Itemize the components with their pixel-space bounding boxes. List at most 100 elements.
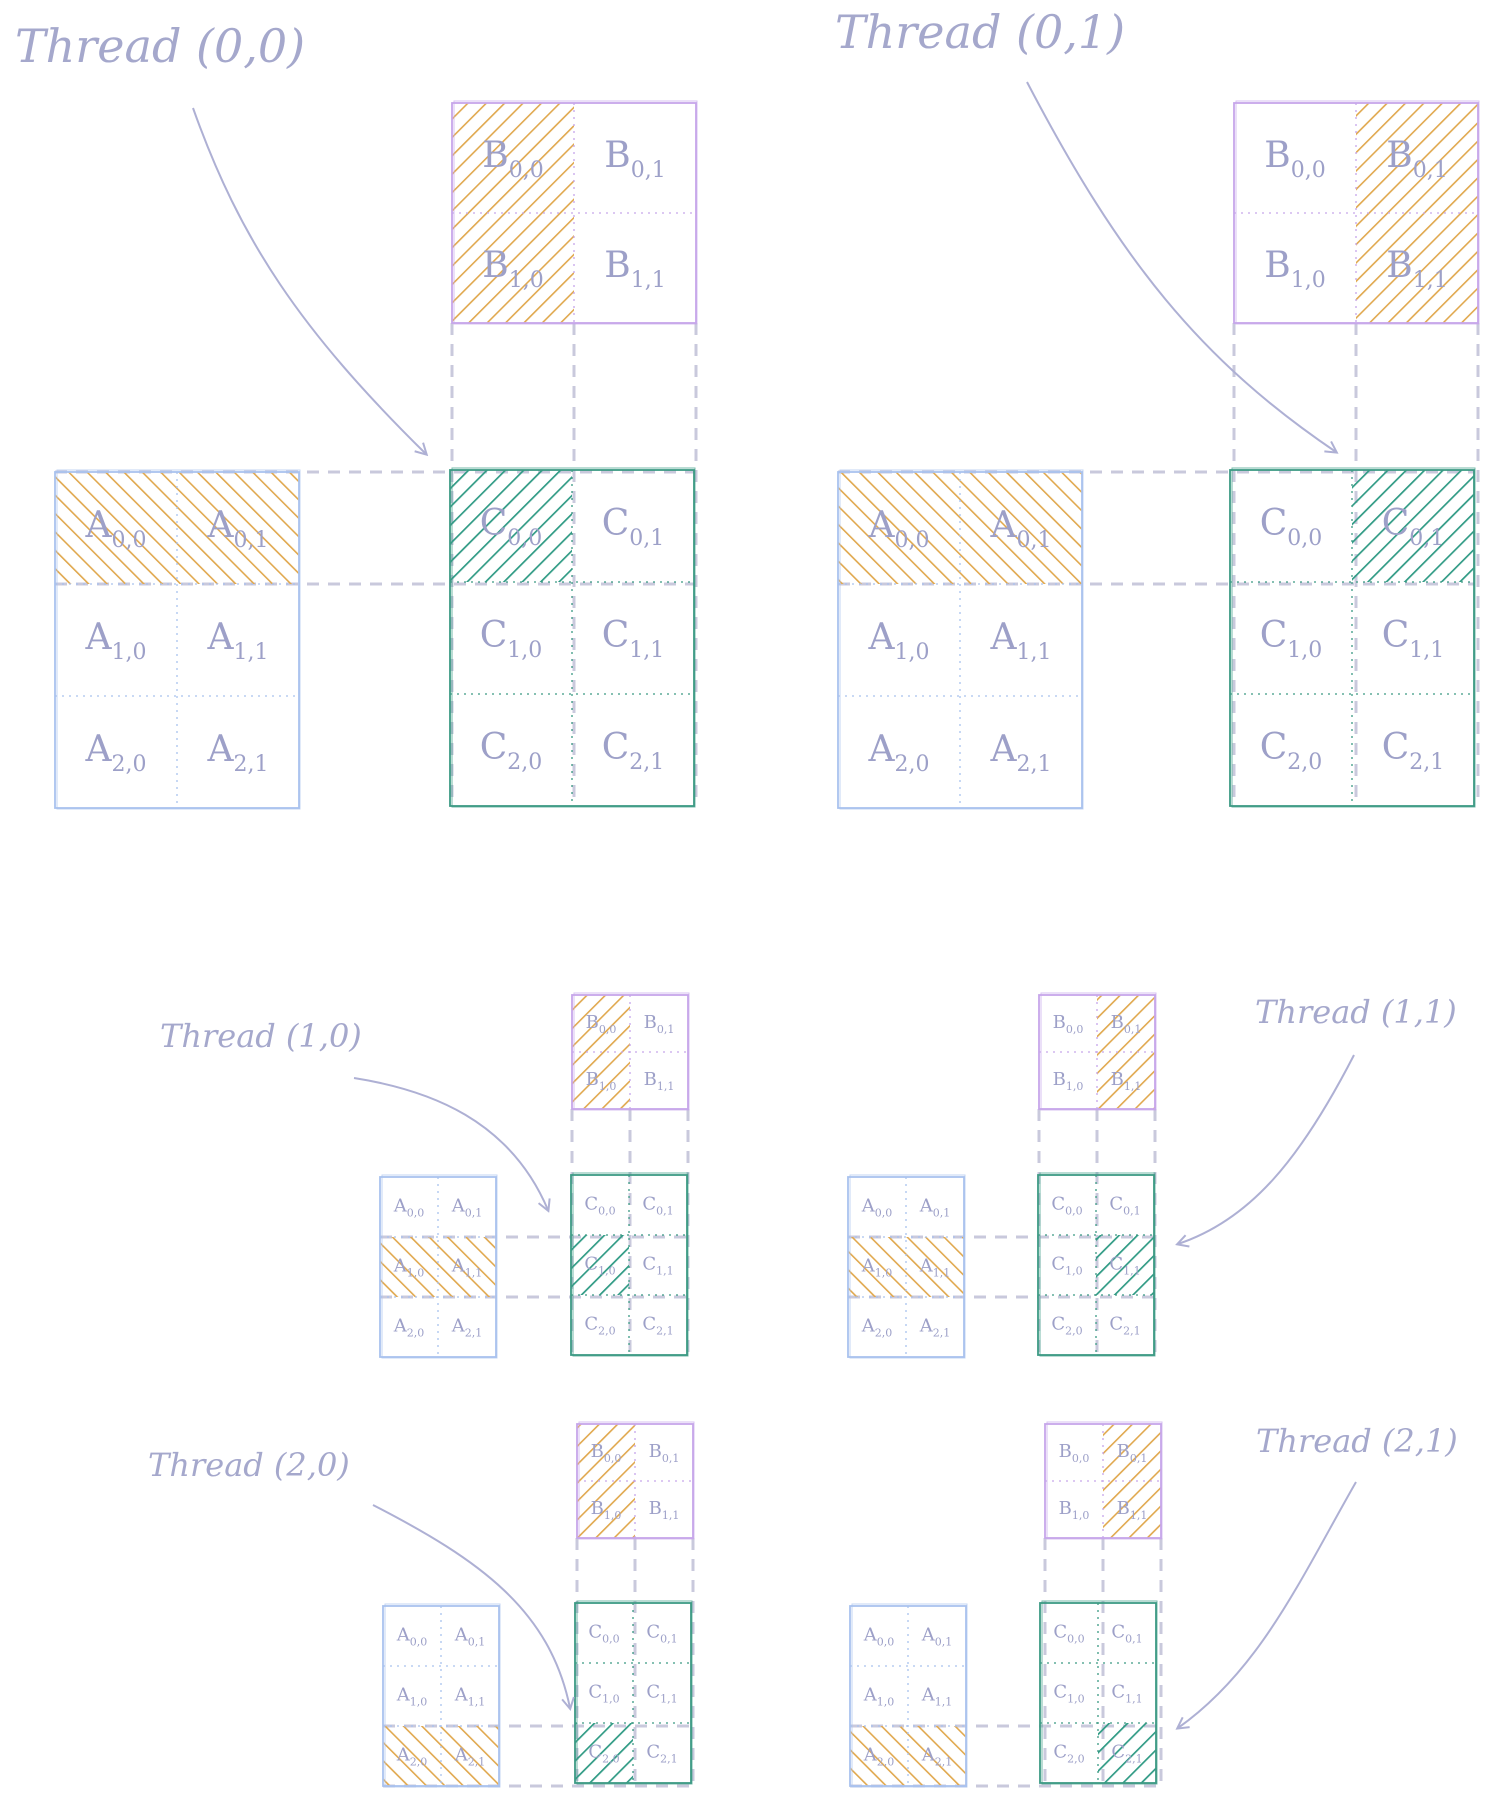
cell-c-1-0: C1,0 (1051, 1254, 1082, 1278)
matrix-border-sketch (573, 992, 690, 1111)
matrix-border (574, 1602, 692, 1784)
cell-b-0-1: B0,1 (604, 135, 665, 183)
cell-c-1-0: C1,0 (588, 1682, 619, 1706)
cell-a-0-1: A0,1 (451, 1196, 483, 1220)
matrix-border (1037, 1174, 1155, 1356)
matrix-border (54, 471, 300, 809)
thread-label: Thread (2,0) (148, 1446, 350, 1484)
cell-b-1-0: B1,0 (586, 1069, 617, 1093)
cell-c-2-1: C2,1 (1382, 727, 1445, 775)
matrix-border (1039, 1602, 1157, 1784)
cell-a-2-0: A2,0 (396, 1745, 428, 1769)
cell-c-0-1: C0,1 (1111, 1622, 1142, 1646)
cell-a-1-0: A1,0 (396, 1685, 428, 1709)
cell-a-2-1: A2,1 (919, 1316, 951, 1340)
cell-c-1-1: C1,1 (1111, 1682, 1142, 1706)
matrix-border-sketch (839, 469, 1084, 810)
cell-a-2-0: A2,0 (85, 729, 147, 777)
cell-a-0-1: A0,1 (919, 1196, 951, 1220)
matrix-border (1233, 102, 1479, 324)
matrix-border (1229, 469, 1475, 807)
matrix-border (449, 469, 695, 807)
highlight-c (1098, 1723, 1156, 1783)
matrix-border-sketch (1039, 1172, 1156, 1357)
pointer-arrow (372, 1504, 570, 1708)
matrix-border (1044, 1423, 1162, 1539)
cell-c-2-0: C2,0 (588, 1742, 619, 1766)
cell-c-2-0: C2,0 (1051, 1314, 1082, 1338)
matrix-border (847, 1176, 965, 1358)
cell-c-0-0: C0,0 (480, 503, 543, 551)
cell-b-0-0: B0,0 (482, 135, 543, 183)
cell-b-0-1: B0,1 (644, 1012, 675, 1036)
cell-c-0-0: C0,0 (1260, 503, 1323, 551)
cell-a-2-1: A2,1 (207, 729, 269, 777)
highlight-a (908, 1726, 966, 1786)
thread-label: Thread (1,1) (1255, 993, 1457, 1031)
cell-b-1-0: B1,0 (591, 1498, 622, 1522)
cell-a-1-0: A1,0 (861, 1256, 893, 1280)
cell-b-0-0: B0,0 (591, 1441, 622, 1465)
highlight-b (1103, 1424, 1161, 1481)
cell-a-0-1: A0,1 (921, 1625, 953, 1649)
cell-a-2-1: A2,1 (921, 1745, 953, 1769)
cell-a-0-0: A0,0 (396, 1625, 428, 1649)
matrix-border (576, 1423, 694, 1539)
highlight-a (177, 472, 299, 584)
highlight-a (906, 1237, 964, 1297)
highlight-b (452, 213, 574, 323)
cell-b-1-1: B1,1 (649, 1498, 680, 1522)
highlight-c (575, 1723, 633, 1783)
cell-c-1-1: C1,1 (1382, 615, 1445, 663)
matrix-border-sketch (381, 1174, 498, 1359)
matrix-border-sketch (851, 1603, 968, 1788)
cell-c-1-1: C1,1 (602, 615, 665, 663)
cell-b-0-1: B0,1 (1111, 1012, 1142, 1036)
highlight-a (838, 472, 960, 584)
thread-label: Thread (0,0) (15, 19, 305, 73)
cell-b-0-0: B0,0 (1059, 1441, 1090, 1465)
cell-a-1-0: A1,0 (393, 1256, 425, 1280)
cell-b-1-1: B1,1 (1111, 1069, 1142, 1093)
highlight-b (1356, 103, 1478, 213)
cell-a-0-0: A0,0 (861, 1196, 893, 1220)
highlight-a (383, 1726, 441, 1786)
matrix-border-sketch (576, 1600, 693, 1785)
cell-b-1-0: B1,0 (1059, 1498, 1090, 1522)
highlight-a (848, 1237, 906, 1297)
highlight-b (577, 1481, 635, 1538)
highlight-a (441, 1726, 499, 1786)
cell-c-0-0: C0,0 (1053, 1622, 1084, 1646)
cell-c-0-1: C0,1 (1109, 1194, 1140, 1218)
highlight-a (850, 1726, 908, 1786)
cell-c-2-0: C2,0 (480, 727, 543, 775)
highlight-c (450, 470, 572, 582)
cell-c-2-0: C2,0 (1053, 1742, 1084, 1766)
cell-a-0-0: A0,0 (868, 505, 930, 553)
cell-a-2-1: A2,1 (451, 1316, 483, 1340)
highlight-b (1097, 1052, 1155, 1109)
cell-b-1-1: B1,1 (1117, 1498, 1148, 1522)
cell-c-0-1: C0,1 (602, 503, 665, 551)
pointer-arrow (1178, 1054, 1355, 1244)
highlight-b (452, 103, 574, 213)
cell-a-0-0: A0,0 (393, 1196, 425, 1220)
cell-b-1-1: B1,1 (1386, 245, 1447, 293)
matrix-border (837, 471, 1083, 809)
matrix-border (451, 102, 697, 324)
thread-label: Thread (2,1) (1256, 1422, 1458, 1460)
